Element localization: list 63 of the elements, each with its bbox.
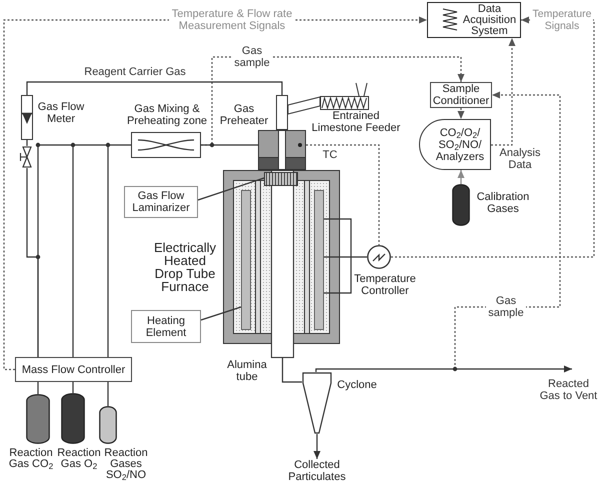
injector-block xyxy=(258,130,306,170)
edge-label: Analysis Data xyxy=(497,147,543,171)
equipment-label: Gas Flow Meter xyxy=(36,101,86,127)
pipe-line xyxy=(26,140,28,146)
flow-arrow xyxy=(314,434,320,459)
wire-line xyxy=(323,218,368,294)
edge-label: Reagent Carrier Gas xyxy=(82,66,188,80)
heating-element xyxy=(314,190,324,330)
signal-arrow xyxy=(458,108,464,119)
box-label: Heating Element xyxy=(144,314,188,338)
mixing-zone-box xyxy=(131,132,201,158)
leader-line xyxy=(198,177,264,201)
pipe-line xyxy=(37,144,132,358)
equipment-label: Gas Preheater xyxy=(218,103,270,129)
box-label: CO$_{2}$/O$_{2}$/ SO$_{2}$/NO/ Analyzers xyxy=(434,126,486,162)
flow-arrow xyxy=(315,366,572,372)
gas-cylinder xyxy=(452,184,470,226)
signal-line xyxy=(306,144,380,245)
edge-label: Temperature Signals xyxy=(531,8,593,32)
box-label: Data Acquisition System xyxy=(462,4,518,36)
callout-box xyxy=(131,310,201,343)
preheater-tube xyxy=(276,95,288,130)
analyzer-unit xyxy=(419,119,491,170)
callout-box xyxy=(124,186,198,218)
edge-label: Gas sample xyxy=(486,295,526,319)
equipment-label: Entrained Limestone Feeder xyxy=(310,110,402,136)
heating-element xyxy=(241,190,251,330)
acquisition-system-box xyxy=(427,2,521,38)
alumina-tube xyxy=(271,170,294,358)
equipment-label: Reaction Gas CO$_{2}$ xyxy=(8,448,54,472)
gas-cylinder xyxy=(61,393,85,444)
pipe-line xyxy=(282,358,302,383)
flow-meter-drawing xyxy=(21,95,33,140)
equipment-label: Gas Mixing & Preheating zone xyxy=(126,103,208,129)
pipe-line xyxy=(37,382,39,394)
pipe-line xyxy=(26,168,39,357)
temperature-controller-symbol xyxy=(367,245,391,269)
outlet-label: Collected Particulates xyxy=(282,459,352,483)
equipment-label: Reaction Gases SO$_{2}$/NO xyxy=(103,448,149,482)
equipment-label: Cyclone xyxy=(336,379,378,393)
gas-cylinder xyxy=(26,394,50,444)
cyclone-drawing xyxy=(302,372,332,434)
pipe-line xyxy=(26,81,283,95)
equipment-label: Calibration Gases xyxy=(476,191,530,217)
equipment-label: Temperature Controller xyxy=(353,273,417,299)
controller-box xyxy=(15,357,132,382)
signal-arrow xyxy=(491,38,516,146)
box-label: Gas Flow Laminarizer xyxy=(131,190,191,214)
equipment-label: Electrically Heated Drop Tube Furnace xyxy=(152,241,218,295)
signal-arrow xyxy=(391,16,595,258)
edge-label: Gas sample xyxy=(232,45,272,69)
edge-label: Temperature & Flow rate Measurement Signals xyxy=(169,8,295,32)
equipment-label: Alumina tube xyxy=(226,359,268,385)
box-label: Sample Conditioner xyxy=(432,83,490,107)
flow-arrow xyxy=(458,170,464,184)
pipe-line xyxy=(107,382,109,406)
pipe-line xyxy=(72,382,74,393)
leader-line xyxy=(200,306,242,321)
gas-cylinder xyxy=(99,406,117,444)
box-label: Mass Flow Controller xyxy=(22,364,126,376)
laminarizer-block xyxy=(264,172,298,186)
pipe-line xyxy=(201,144,258,146)
equipment-label: Reaction Gas O$_{2}$ xyxy=(57,448,101,472)
